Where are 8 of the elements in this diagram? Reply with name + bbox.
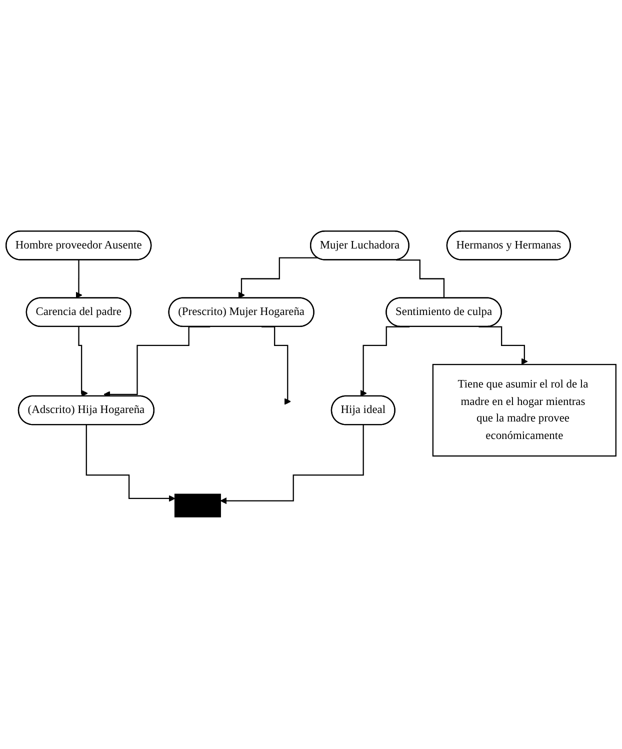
arrow [78,326,88,398]
connector [396,260,445,300]
arrow [76,260,82,299]
arrow [220,424,364,505]
arrow [238,258,318,299]
arrow [86,424,176,502]
node-box: Tiene que asumir el rol de la madre en el hogar mientras que la madre provee económicamente [432,364,616,458]
node-bar [174,494,221,518]
